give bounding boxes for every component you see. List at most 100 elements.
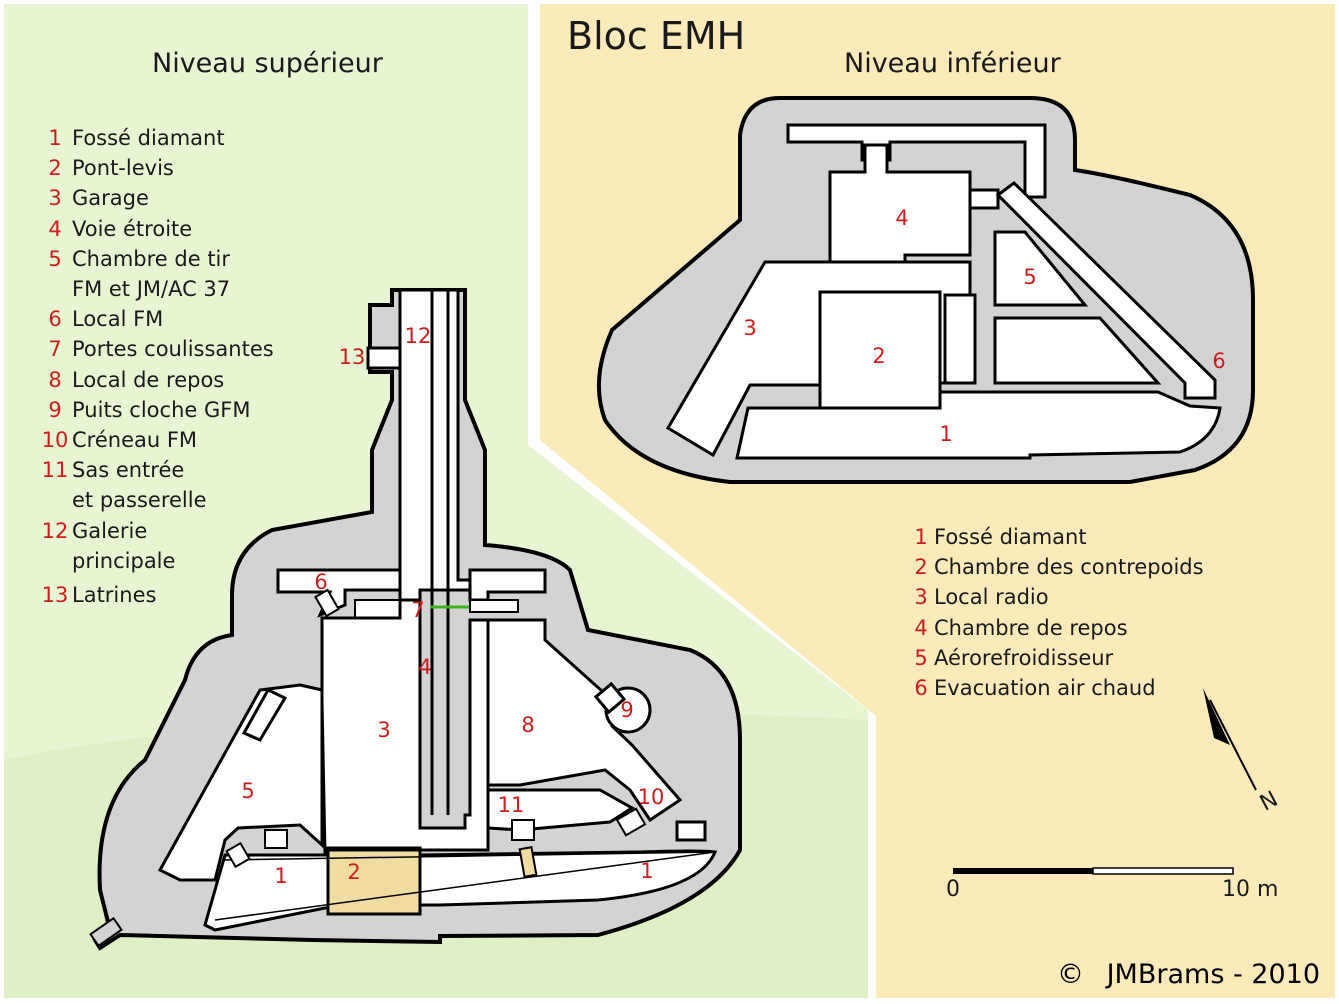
upper-legend-label: Puits cloche GFM xyxy=(72,397,251,422)
upper-map-label-10: 10 xyxy=(638,785,665,809)
upper-small-box xyxy=(675,820,707,842)
upper-legend-number xyxy=(38,274,72,304)
upper-map-label-8: 8 xyxy=(521,713,534,737)
upper-legend-label: Local de repos xyxy=(72,367,225,392)
upper-map-label-4: 4 xyxy=(418,655,431,679)
lower-legend-label: Evacuation air chaud xyxy=(934,676,1156,701)
lower-diagonal-duct xyxy=(995,181,1217,400)
upper-legend-label: et passerelle xyxy=(72,488,207,513)
upper-legend-label: Galerie xyxy=(72,518,148,543)
ditch-line xyxy=(224,851,716,861)
upper-legend-number: 10 xyxy=(41,428,69,453)
upper-legend-number: 5 xyxy=(48,246,62,271)
scale-end-label: 10 m xyxy=(1222,877,1279,902)
upper-embrasure-c xyxy=(314,588,340,618)
lower-ditch-1 xyxy=(735,390,1222,460)
page-title: Bloc EMH xyxy=(567,14,746,58)
upper-room-5 xyxy=(157,683,324,882)
upper-side-niche xyxy=(241,688,288,742)
upper-legend-number: 3 xyxy=(48,186,62,211)
upper-embrasure-d xyxy=(511,819,535,841)
lower-legend-number: 6 xyxy=(914,676,928,701)
lower-legend-number: 3 xyxy=(914,585,928,610)
upper-legend-row: et passerelle xyxy=(38,485,274,515)
lower-triangle-room xyxy=(993,316,1162,385)
upper-bottom-stub xyxy=(89,916,123,948)
upper-legend-label: Local FM xyxy=(72,307,164,332)
upper-legend-number: 6 xyxy=(48,307,62,332)
lower-map-label-3: 3 xyxy=(743,316,756,340)
lower-room-2 xyxy=(818,290,942,416)
scale-start-label: 0 xyxy=(946,877,960,902)
upper-legend-row: principale xyxy=(38,546,274,576)
upper-legend-label: Fossé diamant xyxy=(72,126,225,150)
door-pocket-right xyxy=(469,599,519,613)
upper-embrasure-a xyxy=(264,829,288,849)
upper-legend-label: principale xyxy=(72,548,176,573)
lower-map-label-1: 1 xyxy=(939,422,952,446)
lower-level-heading: Niveau inférieur xyxy=(844,48,1061,79)
upper-map-label-3: 3 xyxy=(377,718,390,742)
upper-legend-number: 12 xyxy=(41,518,69,543)
upper-legend-row: 9 Puits cloche GFM xyxy=(38,395,274,425)
upper-legend-label: Créneau FM xyxy=(72,428,198,453)
diagonal-line xyxy=(214,851,716,921)
upper-legend-number: 7 xyxy=(48,337,62,362)
upper-legend-number: 13 xyxy=(41,583,69,608)
upper-embrasure-e xyxy=(615,807,647,837)
upper-legend-number xyxy=(38,485,72,515)
upper-legend-label: FM et JM/AC 37 xyxy=(72,277,231,302)
upper-room-8 xyxy=(486,618,683,823)
upper-map-label-12: 12 xyxy=(405,324,432,348)
upper-level-heading: Niveau supérieur xyxy=(152,48,383,79)
lower-small-chamber xyxy=(968,188,1000,210)
upper-legend-label: Sas entrée xyxy=(72,458,185,483)
upper-legend-row: 6 Local FM xyxy=(38,304,274,334)
lower-legend-label: Chambre de repos xyxy=(934,615,1128,640)
upper-map-label-6: 6 xyxy=(314,570,327,594)
upper-bell-9-neck xyxy=(593,681,627,715)
upper-map-label-11: 11 xyxy=(498,793,525,817)
upper-legend-number: 8 xyxy=(48,367,62,392)
upper-map-label-13: 13 xyxy=(339,345,366,369)
upper-legend-label: Voie étroite xyxy=(72,216,193,241)
scale-bar xyxy=(953,867,1234,875)
copyright-text: JMBrams - 2010 xyxy=(1106,959,1321,990)
upper-map-label-5: 5 xyxy=(241,779,254,803)
upper-legend-number: 4 xyxy=(48,216,62,241)
upper-legend-label: Chambre de tir xyxy=(72,246,231,271)
lower-top-corridor xyxy=(786,123,1047,199)
lower-connector xyxy=(943,293,977,385)
upper-legend-number: 2 xyxy=(48,156,62,181)
upper-legend-number: 1 xyxy=(48,126,62,150)
upper-map-label-9: 9 xyxy=(620,698,633,722)
upper-legend-row: FM et JM/AC 37 xyxy=(38,274,274,304)
upper-legend-row: 1 Fossé diamant xyxy=(38,123,274,153)
upper-map-label-1a: 1 xyxy=(274,864,287,888)
upper-legend-label: Portes coulissantes xyxy=(72,337,274,362)
copyright-symbol: © xyxy=(1057,959,1084,990)
upper-latrine-13 xyxy=(366,346,402,370)
lower-legend-label: Local radio xyxy=(934,585,1049,610)
upper-legend-row: 5 Chambre de tir xyxy=(38,244,274,274)
upper-legend-row: 8 Local de repos xyxy=(38,365,274,395)
upper-legend-number: 9 xyxy=(48,397,62,422)
upper-map-label-2: 2 xyxy=(347,860,360,884)
lower-room-5 xyxy=(993,230,1089,307)
upper-legend-number xyxy=(38,546,72,576)
upper-embrasure-b xyxy=(225,841,251,869)
lower-map-label-4: 4 xyxy=(895,206,908,230)
